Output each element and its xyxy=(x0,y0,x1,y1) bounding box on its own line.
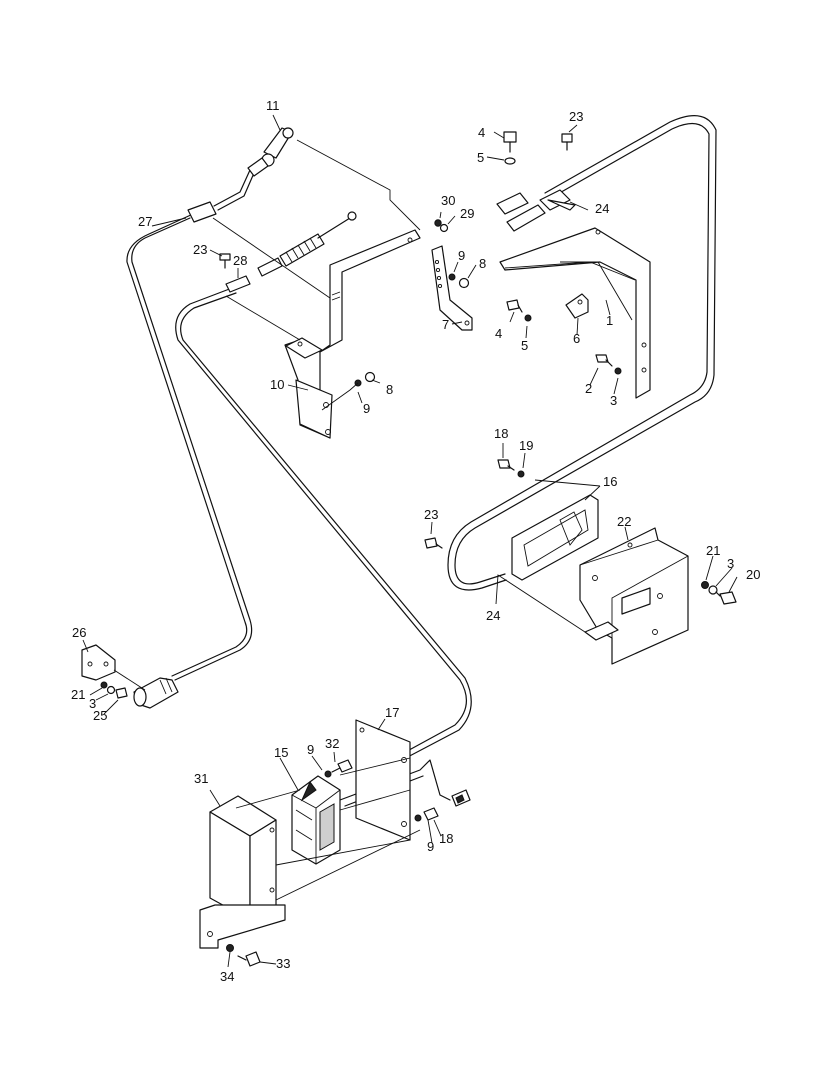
label-3: 3 xyxy=(89,696,96,711)
label-31: 31 xyxy=(194,771,208,786)
washer-30 xyxy=(434,219,449,233)
bolt-4-top xyxy=(503,131,517,165)
bolt-32 xyxy=(324,759,353,778)
module-15 xyxy=(291,775,341,865)
plug-connector xyxy=(451,789,471,807)
bolt-18-top xyxy=(497,459,525,478)
connector-25 xyxy=(133,677,179,709)
bolt-20 xyxy=(701,581,737,605)
label-16: 16 xyxy=(603,474,617,489)
label-6: 6 xyxy=(573,331,580,346)
bracket-31-base xyxy=(199,904,286,949)
label-20: 20 xyxy=(746,567,760,582)
bracket-1 xyxy=(499,227,651,399)
bracket-26 xyxy=(81,644,116,681)
label-9: 9 xyxy=(307,742,314,757)
label-4: 4 xyxy=(495,326,502,341)
label-2: 2 xyxy=(585,381,592,396)
cable-spring xyxy=(225,211,357,293)
label-15: 15 xyxy=(274,745,288,760)
label-18: 18 xyxy=(439,831,453,846)
label-28: 28 xyxy=(233,253,247,268)
bracket-7 xyxy=(431,245,473,331)
bolt-23-mid xyxy=(424,537,443,549)
bolt-33 xyxy=(226,944,261,967)
washer-9-top xyxy=(448,273,470,289)
label-30: 30 xyxy=(441,193,455,208)
label-21: 21 xyxy=(706,543,720,558)
nut-8-bottom xyxy=(354,371,376,387)
label-3: 3 xyxy=(727,556,734,571)
label-9: 9 xyxy=(427,839,434,854)
callout-labels: 1 2 3 3 3 4 4 5 5 6 7 8 8 9 9 9 9 10 11 … xyxy=(71,98,760,984)
label-22: 22 xyxy=(617,514,631,529)
label-3: 3 xyxy=(610,393,617,408)
bolt-2 xyxy=(595,354,622,375)
label-9: 9 xyxy=(458,248,465,263)
plate-17 xyxy=(355,719,411,841)
bracket-22 xyxy=(579,527,689,665)
label-23: 23 xyxy=(569,109,583,124)
cover-31 xyxy=(209,795,277,921)
label-8: 8 xyxy=(386,382,393,397)
bracket-10 xyxy=(284,229,421,439)
label-17: 17 xyxy=(385,705,399,720)
label-24: 24 xyxy=(595,201,609,216)
label-8: 8 xyxy=(479,256,486,271)
label-26: 26 xyxy=(72,625,86,640)
bolt-18-bottom xyxy=(414,807,439,822)
label-10: 10 xyxy=(270,377,284,392)
cable-27 xyxy=(126,169,255,681)
label-32: 32 xyxy=(325,736,339,751)
label-33: 33 xyxy=(276,956,290,971)
label-5: 5 xyxy=(521,338,528,353)
bolt-4-mid xyxy=(506,299,532,322)
label-24: 24 xyxy=(486,608,500,623)
label-21: 21 xyxy=(71,687,85,702)
label-11: 11 xyxy=(266,98,280,113)
label-7: 7 xyxy=(442,317,449,332)
label-9: 9 xyxy=(363,401,370,416)
label-23: 23 xyxy=(424,507,438,522)
label-5: 5 xyxy=(477,150,484,165)
label-27: 27 xyxy=(138,214,152,229)
label-18: 18 xyxy=(494,426,508,441)
bolt-23-left xyxy=(219,253,231,269)
label-19: 19 xyxy=(519,438,533,453)
washers-21-left xyxy=(100,681,128,699)
label-34: 34 xyxy=(220,969,234,984)
tube-loop xyxy=(447,115,717,591)
cable-main xyxy=(175,287,472,761)
joint-top xyxy=(496,189,576,232)
rod-end-11 xyxy=(247,127,294,177)
clamp-6 xyxy=(565,293,589,319)
leader-lines xyxy=(82,114,738,968)
label-4: 4 xyxy=(478,125,485,140)
label-25: 25 xyxy=(93,708,107,723)
bolt-23-top xyxy=(561,133,573,151)
label-29: 29 xyxy=(460,206,474,221)
label-1: 1 xyxy=(606,313,613,328)
label-23: 23 xyxy=(193,242,207,257)
